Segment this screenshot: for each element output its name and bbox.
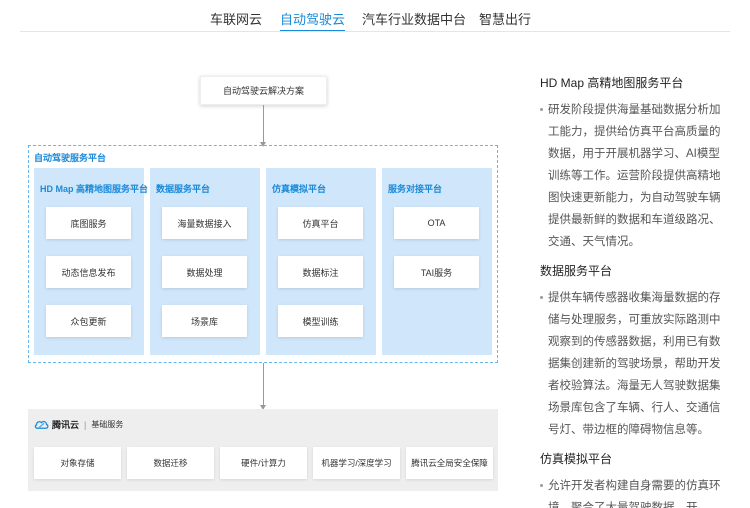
base-service-cell: 硬件/计算力 — [220, 447, 307, 479]
section-data-service: 数据服务平台 提供车辆传感器收集海量数据的存储与处理服务，可重放实际路测中观察到… — [540, 262, 730, 441]
service-cell: 数据标注 — [278, 256, 363, 288]
arrow-down-connector — [260, 105, 266, 147]
platform-title: 自动驾驶服务平台 — [34, 153, 107, 163]
service-cell: 动态信息发布 — [46, 256, 131, 288]
tencent-cloud-icon — [34, 420, 49, 429]
section-simulation: 仿真模拟平台 允许开发者构建自身需要的仿真环境，聚合了大量驾驶数据，开 — [540, 450, 730, 508]
separator: | — [84, 419, 87, 430]
section-body: 提供车辆传感器收集海量数据的存储与处理服务，可重放实际路测中观察到的传感器数据，… — [540, 287, 730, 441]
tab-connected-car-cloud[interactable]: 车联网云 — [210, 12, 263, 27]
service-cell: 众包更新 — [46, 305, 131, 337]
service-cell: 数据处理 — [162, 256, 247, 288]
service-cell: TAI服务 — [394, 256, 479, 288]
section-title: 仿真模拟平台 — [540, 452, 613, 466]
base-services: 腾讯云 | 基础服务 对象存储 数据迁移 硬件/计算力 机器学习/深度学习 腾讯… — [28, 409, 498, 491]
arrow-down-connector — [260, 363, 266, 410]
tab-smart-mobility[interactable]: 智慧出行 — [479, 12, 532, 27]
section-body: 研发阶段提供海量基础数据分析加工能力，提供给仿真平台高质量的数据，用于开展机器学… — [540, 99, 730, 253]
column-title: 数据服务平台 — [156, 184, 211, 194]
tab-autonomous-driving-cloud[interactable]: 自动驾驶云 — [280, 9, 346, 32]
base-service-cell: 机器学习/深度学习 — [313, 447, 400, 479]
autonomous-driving-platform: 自动驾驶服务平台 HD Map 高精地图服务平台 底图服务 动态信息发布 众包更… — [28, 145, 498, 363]
description-panel: HD Map 高精地图服务平台 研发阶段提供海量基础数据分析加工能力，提供给仿真… — [540, 74, 730, 508]
service-cell: OTA — [394, 207, 479, 239]
base-header: 腾讯云 | 基础服务 — [34, 418, 123, 431]
service-cell: 模型训练 — [278, 305, 363, 337]
column-title: 仿真模拟平台 — [272, 184, 327, 194]
tab-divider — [20, 31, 730, 32]
column-title: 服务对接平台 — [388, 184, 443, 194]
section-hd-map: HD Map 高精地图服务平台 研发阶段提供海量基础数据分析加工能力，提供给仿真… — [540, 74, 730, 253]
base-label: 基础服务 — [91, 420, 124, 429]
column-service-integration: 服务对接平台 OTA TAI服务 — [382, 168, 492, 355]
section-title: HD Map 高精地图服务平台 — [540, 76, 684, 90]
base-service-cell: 对象存储 — [34, 447, 121, 479]
section-title: 数据服务平台 — [540, 264, 613, 278]
service-cell: 海量数据接入 — [162, 207, 247, 239]
column-simulation: 仿真模拟平台 仿真平台 数据标注 模型训练 — [266, 168, 376, 355]
brand-name: 腾讯云 — [52, 420, 80, 430]
base-service-cell: 数据迁移 — [127, 447, 214, 479]
solution-title-box: 自动驾驶云解决方案 — [200, 76, 327, 105]
service-cell: 仿真平台 — [278, 207, 363, 239]
tab-auto-data-platform[interactable]: 汽车行业数据中台 — [362, 12, 467, 27]
base-service-cell: 腾讯云全局安全保障 — [406, 447, 493, 479]
column-title: HD Map 高精地图服务平台 — [40, 184, 149, 194]
column-data-service: 数据服务平台 海量数据接入 数据处理 场景库 — [150, 168, 260, 355]
architecture-diagram: 自动驾驶云解决方案 自动驾驶服务平台 HD Map 高精地图服务平台 底图服务 … — [0, 32, 520, 508]
column-hd-map: HD Map 高精地图服务平台 底图服务 动态信息发布 众包更新 — [34, 168, 148, 355]
service-cell: 场景库 — [162, 305, 247, 337]
top-tab-bar: 车联网云 自动驾驶云 汽车行业数据中台 智慧出行 — [0, 0, 750, 32]
section-body: 允许开发者构建自身需要的仿真环境，聚合了大量驾驶数据，开 — [540, 475, 730, 508]
service-cell: 底图服务 — [46, 207, 131, 239]
